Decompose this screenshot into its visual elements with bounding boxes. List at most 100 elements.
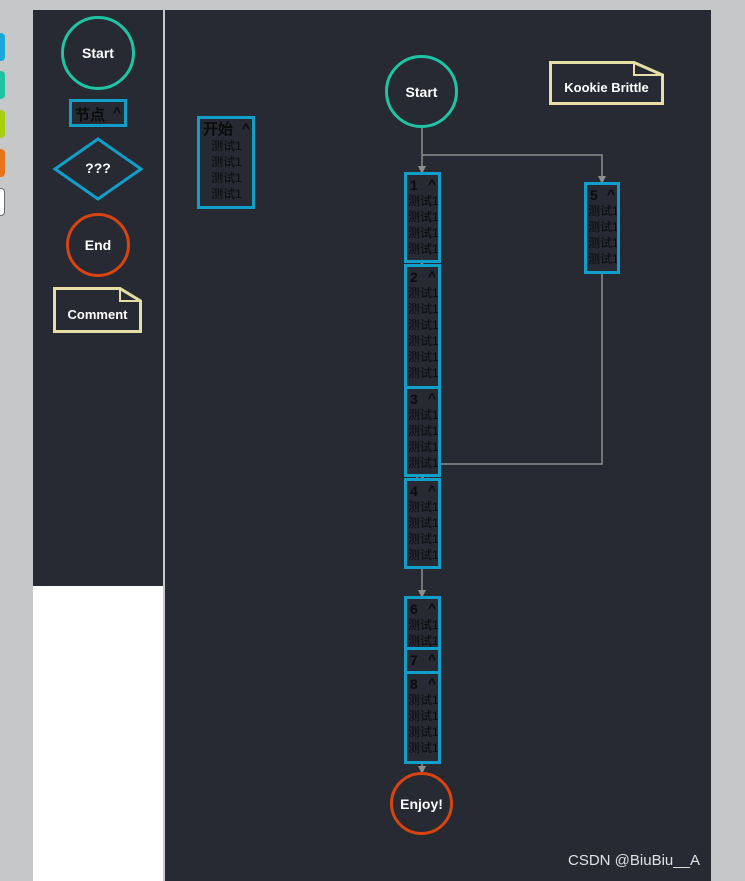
palette-node-label: 节点 xyxy=(75,107,106,124)
node-row: 测试1 xyxy=(408,634,439,648)
node-row: 测试1 xyxy=(408,350,439,364)
node-row: 测试1 xyxy=(408,194,439,208)
node-row: 测试1 xyxy=(408,318,439,332)
node-title: 5 xyxy=(590,187,598,203)
node-title: 2 xyxy=(410,269,418,285)
node-row: 测试1 xyxy=(408,693,439,707)
chevron-up-icon[interactable]: ^ xyxy=(427,482,436,498)
free-node-start[interactable]: 开始 ^ 测试1 测试1 测试1 测试1 xyxy=(197,116,255,209)
node-row: 测试1 xyxy=(408,516,439,530)
end-node[interactable]: Enjoy! xyxy=(390,772,453,835)
node-title: 7 xyxy=(410,652,418,668)
start-node[interactable]: Start xyxy=(385,55,458,128)
flow-node-1[interactable]: 1 ^ 测试1 测试1 测试1 测试1 xyxy=(404,172,441,263)
palette-start-node[interactable]: Start xyxy=(61,16,135,90)
node-header: 4 ^ xyxy=(407,481,438,499)
node-row: 测试1 xyxy=(408,532,439,546)
chevron-up-icon[interactable]: ^ xyxy=(427,390,436,406)
side-tab-teal[interactable] xyxy=(0,71,5,99)
palette-start-label: Start xyxy=(82,45,114,61)
node-title: 8 xyxy=(410,676,418,692)
node-row: 测试1 xyxy=(408,210,439,224)
node-title: 6 xyxy=(410,601,418,617)
comment-node[interactable]: Kookie Brittle xyxy=(549,61,664,105)
node-title: 1 xyxy=(410,177,418,193)
chevron-up-icon[interactable]: ^ xyxy=(427,600,436,616)
palette-condition-label: ??? xyxy=(85,160,111,176)
chevron-up-icon[interactable]: ^ xyxy=(427,675,436,691)
chevron-up-icon[interactable]: ^ xyxy=(606,186,615,202)
start-node-label: Start xyxy=(405,83,438,100)
comment-node-label: Kookie Brittle xyxy=(564,79,649,95)
node-row: 测试1 xyxy=(408,302,439,316)
palette-comment-label: Comment xyxy=(67,306,128,322)
node-row: 测试1 xyxy=(408,440,439,454)
node-row: 测试1 xyxy=(408,709,439,723)
node-row: 测试1 xyxy=(408,334,439,348)
chevron-up-icon[interactable]: ^ xyxy=(112,104,121,120)
node-header: 6 ^ xyxy=(407,599,438,617)
palette-divider[interactable] xyxy=(163,10,165,881)
node-header: 8 ^ xyxy=(407,674,438,692)
node-row: 测试1 xyxy=(408,424,439,438)
flow-node-6[interactable]: 6 ^ 测试1 测试1 xyxy=(404,596,441,650)
palette-end-node[interactable]: End xyxy=(66,213,130,277)
node-row: 测试1 xyxy=(211,139,242,153)
node-row: 测试1 xyxy=(408,725,439,739)
node-header: 3 ^ xyxy=(407,389,438,407)
node-row: 测试1 xyxy=(408,286,439,300)
watermark: CSDN @BiuBiu__A xyxy=(568,852,700,869)
flow-node-5[interactable]: 5 ^ 测试1 测试1 测试1 测试1 xyxy=(584,182,620,274)
node-row: 测试1 xyxy=(211,171,242,185)
node-row: 测试1 xyxy=(211,155,242,169)
node-title: 3 xyxy=(410,391,418,407)
node-row: 测试1 xyxy=(408,242,439,256)
palette: Start 节点 ^ ??? End Comment xyxy=(33,10,163,586)
node-row: 测试1 xyxy=(408,226,439,240)
note-icon xyxy=(549,61,664,105)
node-title: 4 xyxy=(410,483,418,499)
palette-comment-node[interactable]: Comment xyxy=(53,287,142,333)
chevron-up-icon[interactable]: ^ xyxy=(427,176,436,192)
palette-empty-area xyxy=(33,586,163,881)
chevron-up-icon[interactable]: ^ xyxy=(427,651,436,667)
palette-condition-node[interactable]: ??? xyxy=(52,136,144,202)
chevron-up-icon[interactable]: ^ xyxy=(427,268,436,284)
flow-node-3[interactable]: 3 ^ 测试1 测试1 测试1 测试1 xyxy=(404,386,441,477)
diagram-canvas[interactable]: Start Kookie Brittle 开始 ^ 测试1 测试1 测试1 测试… xyxy=(165,10,711,881)
node-row: 测试1 xyxy=(408,366,439,380)
node-header: 2 ^ xyxy=(407,267,438,285)
link-start-to-5[interactable] xyxy=(422,154,606,184)
flow-node-8[interactable]: 8 ^ 测试1 测试1 测试1 测试1 xyxy=(404,671,441,764)
node-row: 测试1 xyxy=(408,456,439,470)
flow-node-2[interactable]: 2 ^ 测试1 测试1 测试1 测试1 测试1 测试1 xyxy=(404,264,441,389)
node-header: 5 ^ xyxy=(587,185,617,203)
node-row: 测试1 xyxy=(408,408,439,422)
chevron-up-icon[interactable]: ^ xyxy=(241,120,250,136)
node-row: 测试1 xyxy=(408,741,439,755)
node-row: 测试1 xyxy=(408,500,439,514)
node-row: 测试1 xyxy=(408,618,439,632)
node-header: 1 ^ xyxy=(407,175,438,193)
node-header: 开始 ^ xyxy=(200,119,252,138)
diamond-icon xyxy=(52,137,144,201)
side-tab-white[interactable] xyxy=(0,188,5,216)
node-row: 测试1 xyxy=(588,252,619,266)
note-icon xyxy=(53,287,142,333)
node-row: 测试1 xyxy=(588,236,619,250)
flow-node-7[interactable]: 7 ^ xyxy=(404,647,441,674)
end-node-label: Enjoy! xyxy=(400,795,443,812)
side-tab-blue[interactable] xyxy=(0,33,5,61)
node-title: 开始 xyxy=(203,121,234,138)
flow-node-4[interactable]: 4 ^ 测试1 测试1 测试1 测试1 xyxy=(404,478,441,569)
palette-end-label: End xyxy=(84,237,112,253)
palette-node-item[interactable]: 节点 ^ xyxy=(69,99,127,127)
side-tab-orange[interactable] xyxy=(0,149,5,177)
node-row: 测试1 xyxy=(211,187,242,201)
side-tab-green[interactable] xyxy=(0,110,5,138)
node-row: 测试1 xyxy=(408,548,439,562)
node-header: 7 ^ xyxy=(407,650,438,668)
link-5-to-4[interactable] xyxy=(424,272,603,478)
node-row: 测试1 xyxy=(588,204,619,218)
node-row: 测试1 xyxy=(588,220,619,234)
